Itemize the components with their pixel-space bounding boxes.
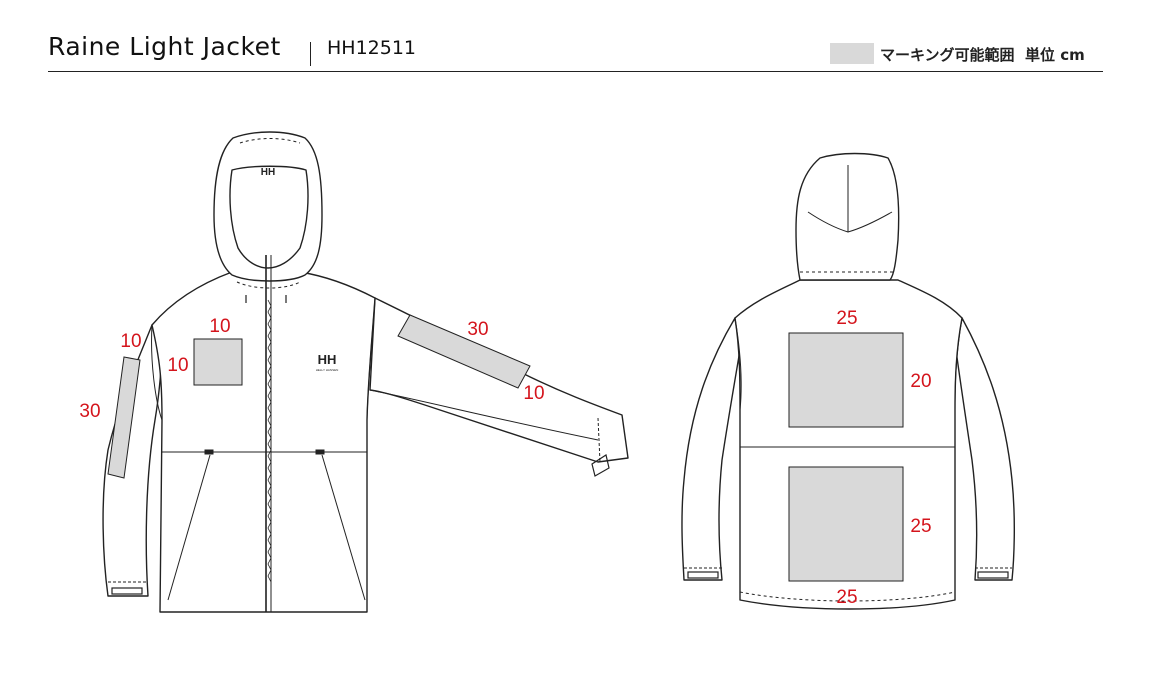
legend-label: マーキング可能範囲 単位 cm xyxy=(880,44,1085,65)
back-right-sleeve xyxy=(681,317,741,581)
front-hood-opening xyxy=(229,165,309,269)
back-hem-stitch xyxy=(739,591,956,602)
right-sleeve-marking-area xyxy=(107,356,141,479)
back-lower-marking-area xyxy=(788,466,904,582)
product-title: Raine Light Jacket xyxy=(48,32,281,61)
back-upper-height-label: 20 xyxy=(910,371,931,392)
back-left-sleeve xyxy=(955,317,1015,581)
front-left-pocket xyxy=(167,454,211,601)
front-right-armhole xyxy=(151,324,163,421)
marking-area-legend-swatch xyxy=(830,43,874,64)
left-sleeve-cuff-tab xyxy=(591,454,610,477)
back-left-cuff-tab xyxy=(977,571,1009,579)
zipper-teeth xyxy=(267,299,272,583)
front-right-pocket-tab xyxy=(315,449,325,455)
chest-logo: HH xyxy=(318,352,337,367)
front-left-pocket-tab xyxy=(204,449,214,455)
unit-label: 単位 cm xyxy=(1025,46,1085,64)
left-sleeve-width-label: 10 xyxy=(523,383,544,404)
left-sleeve-seam xyxy=(369,389,599,441)
hood-stitch xyxy=(239,138,301,144)
right-sleeve-cuff-tab xyxy=(111,587,143,595)
front-right-pocket xyxy=(321,454,366,601)
left-sleeve-length-label: 30 xyxy=(467,319,488,340)
front-body xyxy=(151,271,376,613)
product-code: HH12511 xyxy=(327,37,417,59)
right-sleeve-height-label: 30 xyxy=(79,401,100,422)
header-rule xyxy=(48,71,1103,72)
back-right-armhole xyxy=(734,317,742,411)
back-hood xyxy=(795,152,900,281)
back-upper-marking-area xyxy=(788,332,904,428)
back-lower-height-label: 25 xyxy=(910,516,931,537)
marking-area-label: マーキング可能範囲 xyxy=(880,46,1015,64)
chest-marking-area xyxy=(193,338,243,386)
front-left-armhole xyxy=(366,297,376,421)
title-separator xyxy=(310,42,311,66)
left-sleeve-marking-area xyxy=(397,314,531,389)
back-right-cuff-tab xyxy=(687,571,719,579)
back-lower-width-label: 25 xyxy=(836,587,857,608)
chest-height-label: 10 xyxy=(167,355,188,376)
chest-width-label: 10 xyxy=(209,316,230,337)
right-sleeve-width-label: 10 xyxy=(120,331,141,352)
left-sleeve-cuff-line xyxy=(597,417,601,463)
back-left-armhole xyxy=(954,317,963,411)
back-details xyxy=(684,165,1012,602)
chest-logo-subtext: HELLY HANSEN xyxy=(316,368,339,372)
front-details xyxy=(108,138,610,612)
back-upper-width-label: 25 xyxy=(836,308,857,329)
hood-logo: HH xyxy=(261,167,275,178)
